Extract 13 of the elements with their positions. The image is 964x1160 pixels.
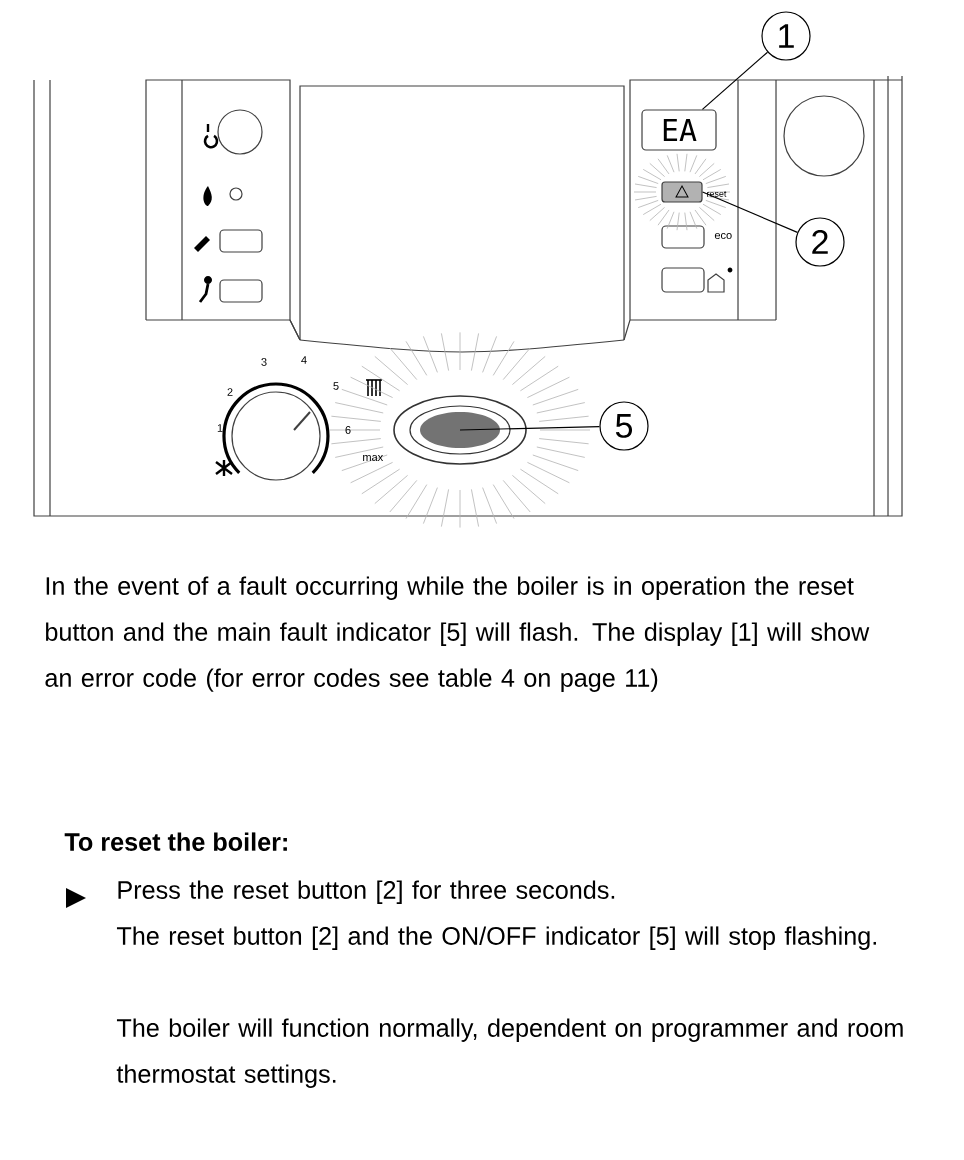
- leader-line: [702, 191, 798, 233]
- leader-line: [701, 51, 769, 110]
- callout-number: 2: [795, 217, 845, 267]
- callout-number: 1: [761, 11, 811, 61]
- instruction-text: The reset button [2] and the ON/OFF indicator [5] will stop flashing.: [116, 926, 876, 950]
- fault-indicator: [393, 395, 527, 465]
- callout-number: 5: [599, 401, 649, 451]
- paragraph: In the event of a fault occurring while the boiler is in operation the reset button and the main fault indicator [5] will flash. The display [1] will show an error code (for error codes see table 4 on page 11): [45, 576, 870, 692]
- instruction-text: Press the reset button [2] for three seconds.: [118, 880, 615, 904]
- display-screen: EA: [641, 109, 717, 151]
- leader-line: [459, 426, 600, 431]
- heading: To reset the boiler:: [64, 832, 287, 851]
- instruction-text: The boiler will function normally, dependent on programmer and room thermostat settings.: [116, 1018, 903, 1088]
